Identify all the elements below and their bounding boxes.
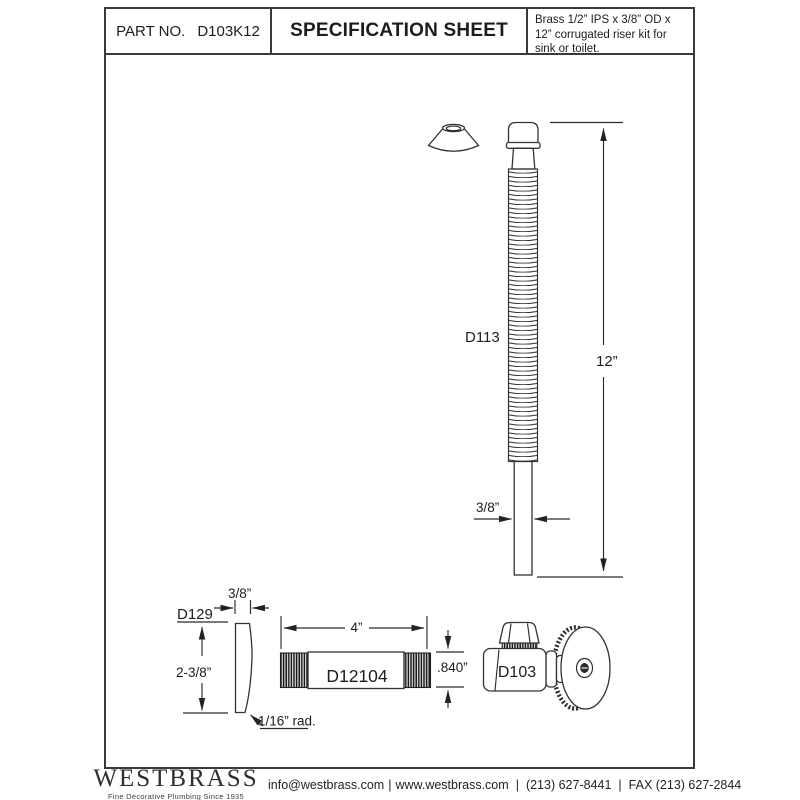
nipple-drawing: 4” D12104 .840” — [279, 616, 468, 708]
contact-separator: | — [515, 778, 519, 792]
sheet-title: SPECIFICATION SHEET — [270, 9, 528, 53]
part-number-cell: PART NO. D103K12 — [106, 9, 270, 53]
contact-email: info@westbrass.com — [268, 778, 385, 792]
contact-website: www.westbrass.com — [395, 778, 509, 792]
part-number-value: D103K12 — [197, 22, 260, 40]
product-description: Brass 1/2” IPS x 3/8” OD x 12” corrugate… — [535, 14, 671, 56]
brand-name: WESTBRASS — [93, 765, 259, 792]
riser-od-label: 3/8” — [476, 500, 499, 515]
title-block: PART NO. D103K12 SPECIFICATION SHEET Bra… — [106, 9, 693, 55]
flange-drawing: D129 3/8” 2-3/8” 1/16” rad. — [176, 586, 316, 730]
nipple-od-label: .840” — [437, 660, 468, 675]
company-logo: WESTBRASS Fine Decorative Plumbing Since… — [92, 766, 260, 800]
contact-separator: | — [618, 778, 622, 792]
contact-phone: (213) 627-8441 — [525, 778, 612, 792]
riser-part-label: D113 — [465, 329, 500, 346]
compression-cone-drawing — [427, 123, 480, 152]
riser-length-dimension: 12” — [537, 121, 623, 578]
contact-fax: FAX (213) 627-2844 — [628, 778, 742, 792]
valve-drawing: D103 — [482, 621, 611, 711]
flange-height-label: 2-3/8” — [176, 665, 211, 680]
valve-part-label: D103 — [498, 664, 536, 681]
riser-length-label: 12” — [596, 353, 618, 370]
riser-od-dimension: 3/8” — [474, 500, 570, 523]
contact-info: info@westbrass.com|www.westbrass.com|(21… — [268, 778, 741, 792]
flange-part-label: D129 — [177, 606, 213, 623]
nipple-length-label: 4” — [351, 620, 363, 635]
nipple-part-label: D12104 — [326, 666, 388, 686]
flange-width-label: 3/8” — [228, 586, 251, 601]
contact-separator: | — [388, 778, 392, 792]
brand-tagline: Fine Decorative Plumbing Since 1935 — [108, 792, 244, 800]
flange-radius-label: 1/16” rad. — [258, 714, 316, 729]
part-number-label: PART NO. — [116, 22, 186, 40]
corrugated-riser-drawing: D113 — [465, 121, 541, 576]
